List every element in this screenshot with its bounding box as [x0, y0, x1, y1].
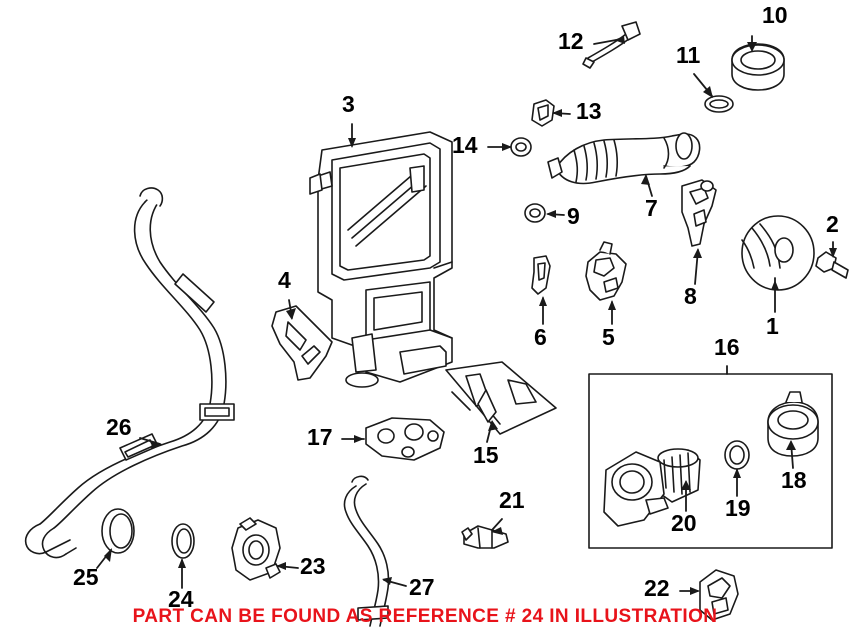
part-19-o-ring — [724, 440, 750, 470]
callout-9: 9 — [567, 203, 580, 229]
callout-15: 15 — [473, 442, 499, 468]
callout-1: 1 — [766, 313, 779, 339]
part-25-seal — [101, 508, 135, 554]
part-13-plug — [531, 99, 555, 127]
callout-26: 26 — [106, 414, 132, 440]
callout-24: 24 — [168, 586, 194, 612]
part-9-seal — [524, 203, 546, 223]
callout-7: 7 — [645, 195, 658, 221]
part-24-o-ring — [171, 523, 195, 559]
part-7-breather-hose — [547, 132, 701, 185]
callout-11: 11 — [676, 42, 701, 68]
callout-12: 12 — [558, 28, 584, 54]
part-26-oil-lines — [24, 187, 235, 559]
part-12-dipstick — [582, 21, 641, 69]
part-2-bolt — [815, 251, 849, 279]
callout-6: 6 — [534, 324, 547, 350]
callout-22: 22 — [644, 575, 670, 601]
callout-23: 23 — [300, 553, 326, 579]
callout-5: 5 — [602, 324, 615, 350]
part-5-connector — [585, 241, 627, 301]
part-6-clip — [531, 255, 551, 295]
part-23-thermostat-housing — [231, 517, 281, 581]
part-27-sensor-line — [343, 475, 390, 627]
callout-2: 2 — [826, 211, 839, 237]
part-4-bracket — [271, 305, 333, 381]
leader-arrowheads — [104, 36, 837, 595]
callout-17: 17 — [307, 424, 333, 450]
callout-27: 27 — [409, 574, 435, 600]
callout-21: 21 — [499, 487, 525, 513]
callout-13: 13 — [576, 98, 602, 124]
part-8-bracket — [681, 179, 717, 247]
part-18-filter-cap — [767, 391, 819, 457]
footer-note: PART CAN BE FOUND AS REFERENCE # 24 IN I… — [132, 606, 718, 627]
callout-20: 20 — [671, 510, 697, 536]
callout-14: 14 — [452, 132, 478, 158]
callout-18: 18 — [781, 467, 807, 493]
part-22-sensor — [699, 569, 739, 621]
part-15-heat-shield — [445, 361, 557, 435]
part-14-seal — [510, 137, 532, 157]
callout-4: 4 — [278, 267, 291, 293]
part-16-housing — [603, 451, 669, 527]
part-3-oil-cooler — [309, 131, 453, 388]
callout-25: 25 — [73, 564, 99, 590]
part-11-o-ring — [704, 95, 734, 113]
callout-10: 10 — [762, 2, 788, 28]
callout-19: 19 — [725, 495, 751, 521]
callout-16: 16 — [714, 334, 740, 360]
part-10-filler-cap — [731, 43, 785, 91]
part-17-flange-gasket — [365, 417, 445, 461]
callout-8: 8 — [684, 283, 697, 309]
callout-3: 3 — [342, 91, 355, 117]
part-1-cover — [741, 215, 815, 291]
